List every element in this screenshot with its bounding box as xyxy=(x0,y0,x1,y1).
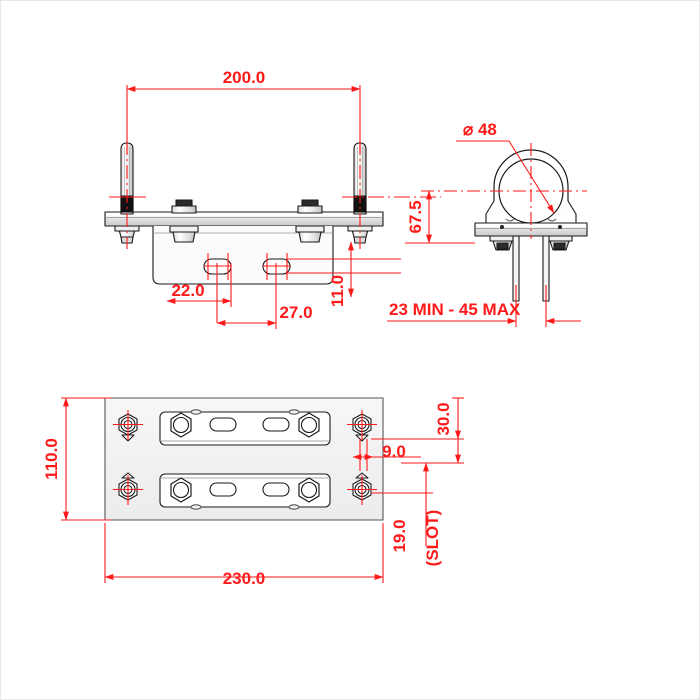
dim-label-23-45: 23 MIN - 45 MAX xyxy=(389,300,521,319)
dim-label-9: 9.0 xyxy=(382,442,406,461)
front-base-plate xyxy=(104,211,384,227)
front-centerlines xyxy=(126,141,361,249)
plan-center-marks xyxy=(113,410,377,505)
dim-200 xyxy=(126,85,361,153)
dim-label-230: 230.0 xyxy=(223,569,266,588)
dim-label-27: 27.0 xyxy=(279,303,312,322)
front-mounting-bolt-left xyxy=(169,199,199,243)
front-elevation-view xyxy=(104,142,384,285)
dim-label-19: 19.0 xyxy=(390,519,409,552)
dim-9 xyxy=(352,439,421,471)
dim-27 xyxy=(216,263,277,329)
dim-label-48: ⌀ 48 xyxy=(463,120,497,139)
plan-channel-upper xyxy=(159,409,331,446)
front-ubolt-leg-right xyxy=(347,142,373,244)
dim-label-11: 11.0 xyxy=(328,275,347,307)
plan-channel-lower xyxy=(159,473,331,510)
dim-67-5 xyxy=(405,190,475,244)
dim-230 xyxy=(104,523,384,583)
dim-23-45 xyxy=(387,285,581,327)
side-bracket-legs xyxy=(512,235,550,302)
side-centerlines xyxy=(421,143,587,239)
dim-label-200: 200.0 xyxy=(223,68,266,87)
dim-19-slot xyxy=(371,462,433,546)
dim-label-110: 110.0 xyxy=(42,438,61,480)
dim-label-22: 22.0 xyxy=(171,281,204,300)
front-mounting-bolt-right xyxy=(295,199,325,243)
plan-view xyxy=(104,397,384,521)
dim-label-slot-note: (SLOT) xyxy=(423,510,442,567)
front-slot-marks xyxy=(204,253,291,280)
dim-label-30: 30.0 xyxy=(434,402,453,435)
dim-22 xyxy=(166,263,232,323)
side-nut-right xyxy=(546,235,573,251)
dim-110 xyxy=(61,397,111,521)
dim-label-67-5: 67.5 xyxy=(406,200,425,233)
side-nut-left xyxy=(489,235,516,251)
dim-11 xyxy=(286,241,401,298)
